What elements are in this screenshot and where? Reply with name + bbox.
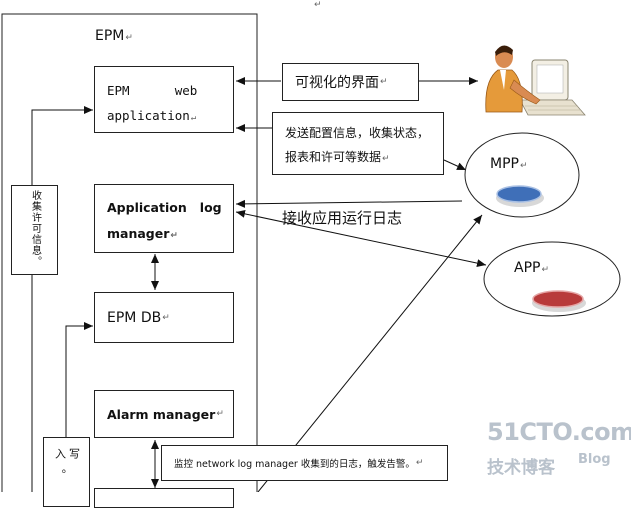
mpp-ellipse [464, 132, 580, 218]
visual-interface-box: 可视化的界面↵ [282, 63, 419, 101]
monitor-label: 监控 network log manager 收集到的日志，触发告警。 [174, 459, 415, 470]
send-config-label: 发送配置信息，收集状态，报表和许可等数据↵ [285, 126, 430, 164]
epm-db-node[interactable]: EPM DB↵ [94, 292, 234, 343]
app-ellipse [483, 241, 621, 317]
app-label: APP↵ [514, 260, 550, 276]
collect-license-info-label: 收集许可信息。 [29, 190, 41, 267]
web-app-line2: application↵ [107, 108, 197, 123]
paragraph-mark-top: ↵ [314, 0, 322, 10]
send-config-box: 发送配置信息，收集状态，报表和许可等数据↵ [272, 112, 444, 175]
application-log-manager-node[interactable]: Application log manager↵ [94, 184, 234, 253]
arrow-log-mpp [235, 199, 463, 208]
connector-layer [1, 13, 621, 492]
watermark-logo: 51CTO.com [487, 418, 631, 446]
arrow-write-to-db [65, 322, 93, 437]
alarm-manager-label: Alarm manager [107, 406, 216, 422]
bottom-node-partial [94, 488, 234, 508]
write-in-box: 写入。 [43, 437, 90, 507]
mpp-disc [496, 185, 542, 203]
person-at-computer [485, 45, 586, 116]
collect-license-info-box: 收集许可信息。 [11, 185, 58, 275]
arrow-log-app [235, 209, 487, 268]
watermark-subtitle: 技术博客 [487, 458, 555, 478]
epm-title: EPM↵ [95, 28, 133, 44]
alarm-manager-node[interactable]: Alarm manager↵ [94, 390, 234, 438]
app-disc [532, 290, 584, 308]
arrow-collect-to-web [31, 106, 93, 185]
epm-web-application-node[interactable]: EPM web application↵ [94, 66, 234, 133]
monitor-box: 监控 network log manager 收集到的日志，触发告警。↵ [161, 445, 448, 481]
web-app-line1: EPM web [107, 83, 198, 98]
mpp-label: MPP↵ [490, 156, 528, 172]
log-manager-line2: manager↵ [107, 226, 178, 241]
watermark-blog: Blog [578, 452, 611, 467]
epm-db-label: EPM DB [107, 309, 162, 326]
receive-logs-label: 接收应用运行日志 [282, 209, 403, 227]
write-in-label: 写入。 [53, 448, 81, 490]
visual-interface-label: 可视化的界面 [295, 75, 379, 91]
arrow-send-to-mpp [443, 159, 467, 171]
log-manager-line1: Application log [107, 200, 222, 215]
